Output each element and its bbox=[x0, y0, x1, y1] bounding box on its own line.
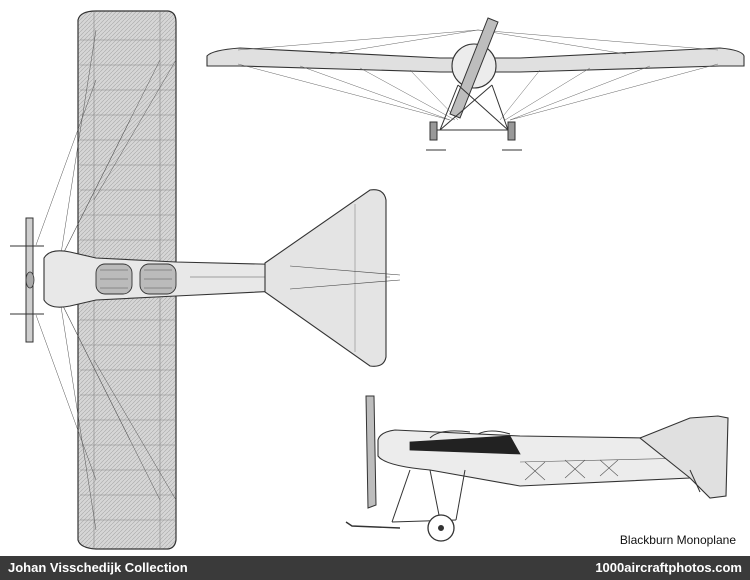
side-view-tail bbox=[640, 416, 728, 498]
side-view-fuselage-lattice bbox=[520, 458, 690, 480]
top-view bbox=[10, 11, 400, 549]
front-view-propeller bbox=[450, 18, 498, 118]
front-view-undercarriage bbox=[426, 85, 522, 150]
side-view bbox=[346, 396, 728, 541]
front-view-wires bbox=[238, 30, 718, 120]
footer-website: 1000aircraftphotos.com bbox=[595, 560, 742, 575]
three-view-drawing bbox=[0, 0, 750, 556]
side-view-undercarriage bbox=[346, 470, 465, 541]
top-view-tailplane bbox=[265, 190, 400, 367]
front-view bbox=[207, 18, 744, 150]
side-view-propeller bbox=[366, 396, 376, 508]
footer-collection-credit: Johan Visschedijk Collection bbox=[8, 560, 188, 575]
top-view-propeller bbox=[10, 218, 44, 342]
drawing-caption: Blackburn Monoplane bbox=[619, 533, 736, 547]
footer-bar: Johan Visschedijk Collection 1000aircraf… bbox=[0, 556, 750, 580]
